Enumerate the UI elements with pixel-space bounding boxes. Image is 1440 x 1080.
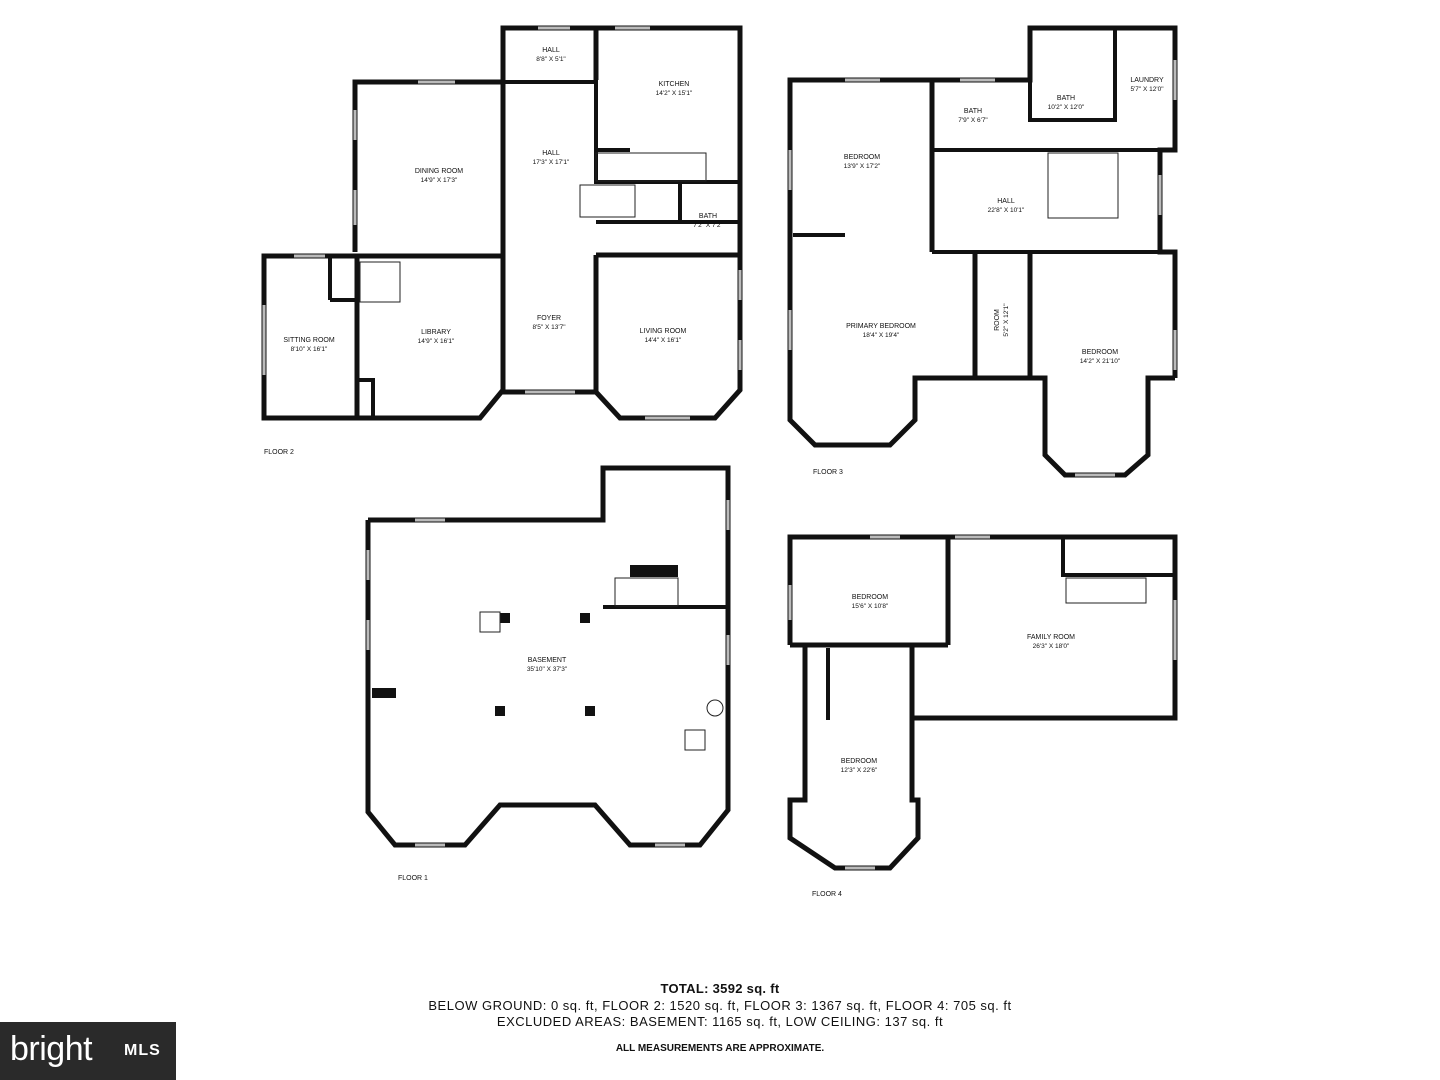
excluded-areas: EXCLUDED AREAS: BASEMENT: 1165 sq. ft, L…	[496, 1014, 944, 1029]
room-name: KITCHEN	[659, 81, 690, 88]
room-dims: 14'2" X 21'10"	[1080, 358, 1121, 365]
floor-4-windows	[788, 535, 1177, 870]
floor-1-walls	[365, 465, 731, 848]
room-dims: 8'8" X 5'1"	[536, 56, 566, 63]
room-dims: 10'2" X 12'0"	[1048, 104, 1085, 111]
room-name: HALL	[997, 198, 1015, 205]
room-name: BASEMENT	[528, 657, 567, 664]
room-name: LIBRARY	[421, 329, 451, 336]
room-dims: 8'5" X 13'7"	[532, 324, 566, 331]
floor-labels: FLOOR 2 FLOOR 3 FLOOR 1 FLOOR 4	[264, 449, 843, 898]
total-area: TOTAL: 3592 sq. ft	[660, 981, 780, 996]
room-dims: 22'8" X 10'1"	[988, 207, 1025, 214]
room-name: BATH	[699, 213, 717, 220]
room-name: SITTING ROOM	[283, 337, 335, 344]
room-name: BEDROOM	[844, 154, 880, 161]
floor-2-windows	[262, 26, 742, 420]
room-dims: 8'10" X 16'1"	[291, 346, 328, 353]
room-dims: 14'2" X 15'1"	[656, 90, 693, 97]
floor-3-walls	[787, 25, 1178, 478]
room-dims: 7'2" X 7'2"	[693, 222, 723, 229]
room-dims: 35'10" X 37'3"	[527, 666, 568, 673]
floor-label: FLOOR 3	[813, 469, 843, 476]
logo-word: bright	[10, 1030, 93, 1068]
room-name: HALL	[542, 150, 560, 157]
logo-suffix: MLS	[124, 1042, 161, 1059]
floor-1-windows	[366, 500, 730, 847]
room-dims: 18'4" X 19'4"	[863, 332, 900, 339]
floor-label: FLOOR 2	[264, 449, 294, 456]
room-name: PRIMARY BEDROOM	[846, 323, 916, 330]
room-name: FAMILY ROOM	[1027, 634, 1075, 641]
room-name: FOYER	[537, 315, 561, 322]
room-dims: 7'9" X 6'7"	[958, 117, 988, 124]
room-name: BEDROOM	[841, 758, 877, 765]
room-name: LIVING ROOM	[640, 328, 687, 335]
floor-4-walls	[787, 534, 1178, 871]
room-name: LAUNDRY	[1130, 77, 1164, 84]
room-name: DINING ROOM	[415, 168, 463, 175]
room-name: HALL	[542, 47, 560, 54]
room-dims: 14'9" X 17'3"	[421, 177, 458, 184]
measurement-note: ALL MEASUREMENTS ARE APPROXIMATE.	[615, 1043, 825, 1054]
room-dims: 17'3" X 17'1"	[533, 159, 570, 166]
floor-plan: HALL 8'8" X 5'1" KITCHEN 14'2" X 15'1" D…	[261, 25, 1178, 898]
room-name: BEDROOM	[1082, 349, 1118, 356]
room-dims: 5'7" X 12'0"	[1130, 86, 1164, 93]
area-breakdown: BELOW GROUND: 0 sq. ft, FLOOR 2: 1520 sq…	[428, 998, 1012, 1013]
room-dims: 26'3" X 18'0"	[1033, 643, 1070, 650]
room-dims: 14'9" X 16'1"	[418, 338, 455, 345]
room-dims: 15'6" X 10'8"	[852, 603, 889, 610]
floor-label: FLOOR 1	[398, 875, 428, 882]
floor-label: FLOOR 4	[812, 891, 842, 898]
room-name: ROOM	[994, 309, 1001, 331]
room-name: BATH	[964, 108, 982, 115]
room-dims: 14'4" X 16'1"	[645, 337, 682, 344]
room-dims: 13'9" X 17'2"	[844, 163, 881, 170]
room-dims: 12'3" X 22'6"	[841, 767, 878, 774]
room-dims: 5'2" X 12'1"	[1003, 303, 1010, 337]
room-name: BEDROOM	[852, 594, 888, 601]
floor-3-windows	[788, 60, 1177, 477]
room-name: BATH	[1057, 95, 1075, 102]
room-labels: HALL 8'8" X 5'1" KITCHEN 14'2" X 15'1" D…	[283, 47, 1164, 774]
bright-mls-logo: bright MLS	[0, 1022, 176, 1080]
